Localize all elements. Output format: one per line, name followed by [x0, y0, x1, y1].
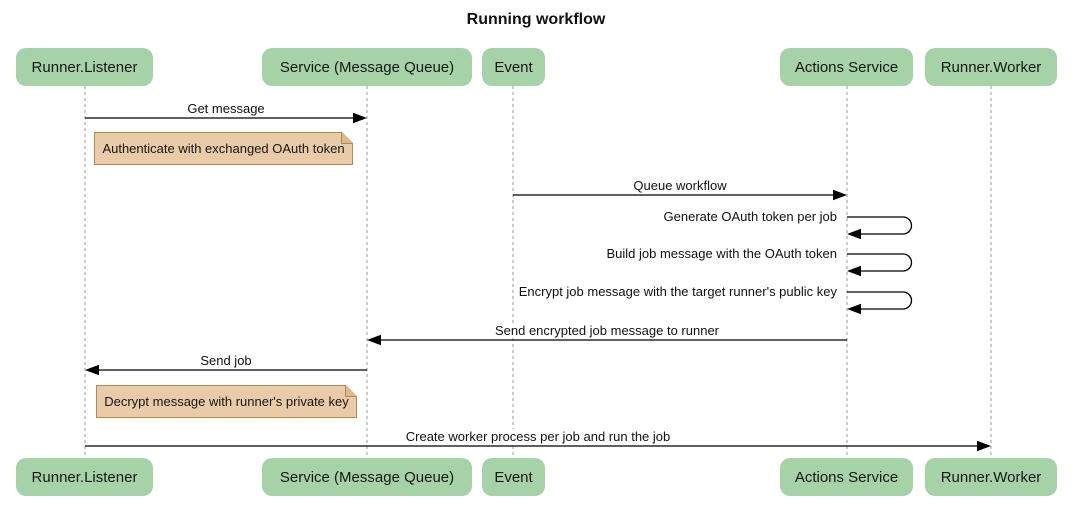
actor-event-top: Event — [482, 48, 545, 86]
note-text-decrypt: Decrypt message with runner's private ke… — [104, 394, 349, 409]
arrowhead-self-generate-oauth — [847, 228, 861, 240]
actor-event-bottom: Event — [482, 458, 545, 496]
message-label-create-worker: Create worker process per job and run th… — [402, 429, 674, 444]
message-label-build-job-message: Build job message with the OAuth token — [603, 246, 840, 261]
message-label-send-job: Send job — [197, 353, 255, 368]
arrowhead-queue-workflow — [833, 189, 847, 201]
actor-service-message-queue-bottom: Service (Message Queue) — [262, 458, 472, 496]
arrowhead-send-job — [85, 364, 99, 376]
actor-runner-worker-bottom: Runner.Worker — [925, 458, 1057, 496]
arrowhead-self-build-job-message — [847, 265, 861, 277]
arrowheads — [85, 112, 991, 452]
note-fold-icon — [345, 385, 357, 397]
arrowhead-send-encrypted-job — [367, 334, 381, 346]
note-decrypt: Decrypt message with runner's private ke… — [96, 385, 357, 418]
note-text-authenticate: Authenticate with exchanged OAuth token — [102, 141, 345, 156]
actor-actions-service-top: Actions Service — [780, 48, 913, 86]
note-authenticate: Authenticate with exchanged OAuth token — [94, 132, 353, 165]
arrowhead-get-message — [353, 112, 367, 124]
message-label-send-encrypted-job: Send encrypted job message to runner — [491, 323, 723, 338]
actor-runner-listener-top: Runner.Listener — [16, 48, 153, 86]
message-label-queue-workflow: Queue workflow — [630, 178, 730, 193]
lifelines — [84, 86, 992, 458]
arrow-self-generate-oauth — [847, 216, 913, 235]
actor-actions-service-bottom: Actions Service — [780, 458, 913, 496]
arrow-self-encrypt-job-message — [847, 291, 913, 310]
actor-runner-listener-bottom: Runner.Listener — [16, 458, 153, 496]
message-label-encrypt-job-message: Encrypt job message with the target runn… — [515, 284, 840, 299]
message-label-get-message: Get message — [184, 101, 268, 116]
note-fold-icon — [341, 132, 353, 144]
arrowhead-create-worker — [977, 440, 991, 452]
actor-runner-worker-top: Runner.Worker — [925, 48, 1057, 86]
arrowhead-self-encrypt-job-message — [847, 303, 861, 315]
actor-service-message-queue-top: Service (Message Queue) — [262, 48, 472, 86]
message-label-generate-oauth: Generate OAuth token per job — [660, 209, 840, 224]
diagram-title: Running workflow — [466, 11, 606, 28]
message-arrows — [85, 117, 978, 447]
arrow-self-build-job-message — [847, 253, 913, 272]
